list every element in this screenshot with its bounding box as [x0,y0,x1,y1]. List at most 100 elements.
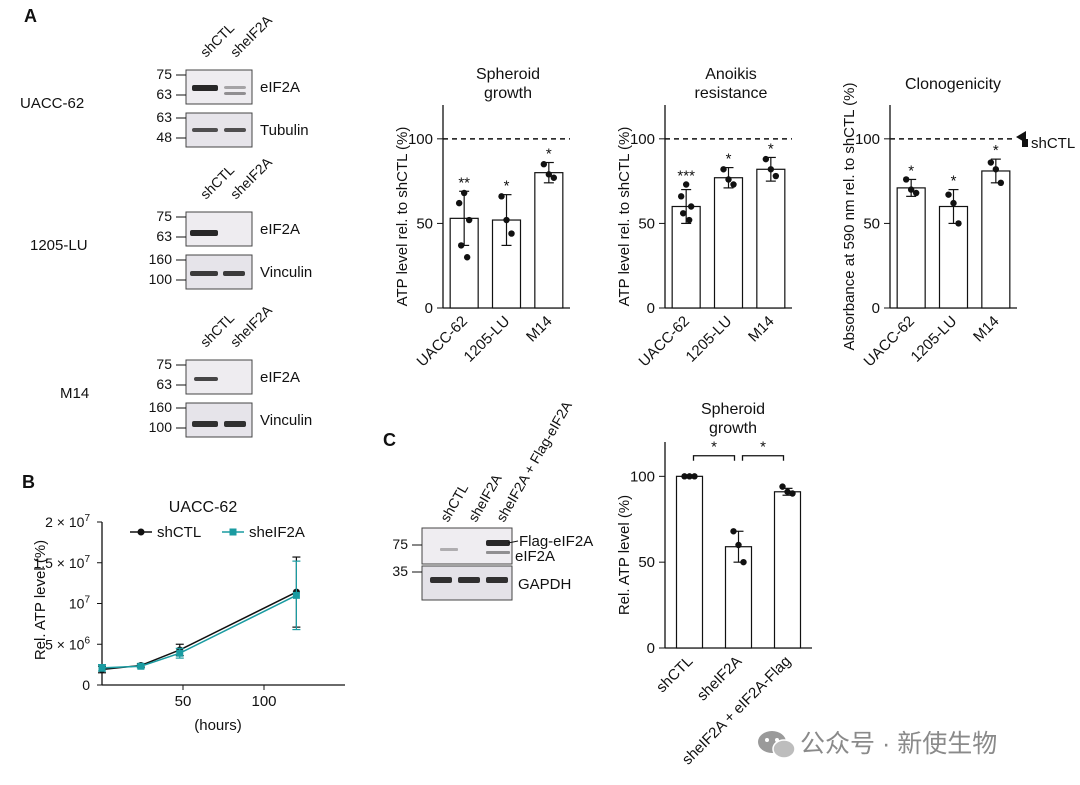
series-line-shctl [101,591,297,671]
chart-title: growth [484,85,532,102]
data-point [772,172,780,180]
data-point [679,210,687,217]
x-tick-label: 1205-LU [908,313,961,366]
protein-band [224,86,246,89]
y-tick-label: 50 [638,554,655,571]
protein-band [224,92,246,95]
chart-title: Anoikis [705,66,757,83]
y-axis-label: ATP level rel. to shCTL (%) [394,127,411,307]
y-tick-label: 100 [408,131,433,148]
protein-band [190,230,218,236]
mw-marker-label: 63 [156,376,172,392]
cell-line-label: 1205-LU [30,237,88,254]
significance-bracket [692,455,736,461]
significance-label: * [760,439,766,456]
data-point [992,166,1000,173]
data-point [912,189,920,197]
western-blots-panel-a: UACC-62shCTLsheIF2AeIF2A7563Tubulin63481… [20,11,312,438]
data-point [789,490,796,497]
y-tick-label: 100 [630,468,655,485]
significance-label: * [768,140,774,157]
blot-membrane [185,402,253,438]
chart-title: resistance [695,85,768,102]
x-tick-label: 50 [175,693,192,710]
significance-label: * [951,173,957,190]
mw-marker-label: 75 [392,536,408,552]
cell-line-label: UACC-62 [20,95,84,112]
y-tick-label: 2 × 107 [45,513,90,530]
blot-target-label: Vinculin [260,264,312,281]
wechat-icon [758,731,796,759]
significance-label: * [908,162,914,179]
protein-band [194,377,218,381]
chart-title: UACC-62 [169,499,238,516]
lane-label-sheif2a: sheIF2A [227,153,276,202]
y-axis-label: Rel. ATP level (%) [616,495,633,615]
protein-band [486,551,510,554]
chart-title: Clonogenicity [905,76,1001,93]
data-point [730,181,737,188]
data-point [463,254,471,261]
protein-band [430,577,452,583]
legend-marker [137,528,145,536]
x-tick-label: 1205-LU [683,313,736,366]
data-point [997,179,1005,187]
data-point [550,174,558,181]
bar-sheif2a-eif2a-flag [773,491,802,649]
y-tick-label: 0 [647,640,655,657]
chart-title: Spheroid [476,66,540,83]
x-tick-label: 1205-LU [461,313,514,366]
data-point [907,186,915,193]
mw-marker-label: 48 [156,129,172,145]
arrow-shaft [1022,139,1028,147]
data-point [902,176,910,183]
watermark: 公众号 · 新使生物 [758,730,997,759]
mw-marker-label: 63 [156,228,172,244]
protein-band [458,577,480,583]
legend-marker [229,528,237,536]
x-axis-label: (hours) [194,717,242,734]
protein-band [192,128,218,132]
data-point [545,171,553,178]
x-tick-label: UACC-62 [414,313,471,370]
data-point [540,161,548,168]
series-line-sheif2a [101,594,297,669]
y-tick-label: 0 [82,677,90,693]
legend-label-sheif2a: sheIF2A [249,524,305,541]
data-point [950,199,957,207]
data-point [735,541,742,549]
data-point [955,220,962,227]
data-point [685,216,693,224]
y-tick-label: 0 [647,300,655,317]
protein-band [223,271,245,276]
data-point [508,230,515,237]
blot-target-label: Tubulin [260,122,309,139]
bar-m14 [756,168,786,309]
x-tick-label: UACC-62 [636,313,693,370]
y-tick-label: 0 [872,300,880,317]
data-point [945,191,952,198]
blot-target-label: Flag-eIF2A [519,533,593,550]
data-point [677,193,685,200]
mw-marker-label: 160 [149,251,173,267]
chart-title: growth [709,420,757,437]
blot-membrane [185,211,253,247]
lane-label-sheif2a: sheIF2A [227,301,276,350]
y-tick-label: 5 × 106 [45,635,90,652]
x-tick-label: 100 [251,693,276,710]
y-tick-label: 50 [416,215,433,232]
protein-band [486,540,510,546]
mw-marker-label: 100 [149,419,173,435]
significance-label: * [711,439,717,456]
y-tick-label: 107 [69,595,91,612]
protein-band [224,421,246,427]
y-tick-label: 100 [630,131,655,148]
mw-marker-label: 35 [392,563,408,579]
data-point [784,488,791,495]
bar-uacc-62 [896,187,926,309]
data-point-sheif2a [137,662,145,670]
mw-marker-label: 75 [156,356,172,372]
